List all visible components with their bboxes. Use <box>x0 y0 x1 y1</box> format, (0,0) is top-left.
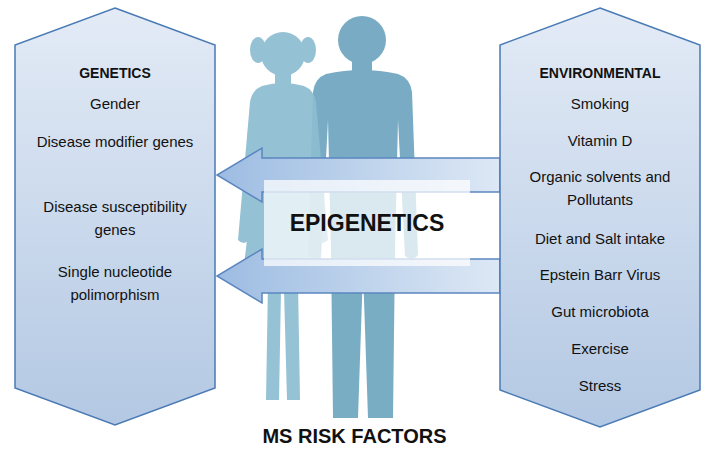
factor-item: Gender <box>30 92 200 115</box>
factor-item: Organic solvents and Pollutants <box>515 165 685 211</box>
genetics-hexagon: GENETICS GenderDisease modifier genesDise… <box>15 8 215 425</box>
factor-item: Disease susceptibility genes <box>30 195 200 241</box>
factor-item: Smoking <box>515 92 685 115</box>
factor-item: Single nucleotide polimorphism <box>30 260 200 306</box>
epigenetics-box: EPIGENETICS <box>264 180 470 266</box>
factor-item: Gut microbiota <box>515 300 685 323</box>
node-heading: ENVIRONMENTAL <box>515 62 685 85</box>
hexagon-shape <box>15 8 215 425</box>
node-heading: EPIGENETICS <box>290 209 445 237</box>
environmental-hexagon: ENVIRONMENTAL SmokingVitamin D Organic sol… <box>500 8 700 427</box>
factor-item: Diet and Salt intake <box>515 227 685 250</box>
diagram-title: MS RISK FACTORS <box>0 424 709 448</box>
factor-item: Disease modifier genes <box>30 130 200 153</box>
factor-item: Exercise <box>515 337 685 360</box>
factor-item: Stress <box>515 374 685 397</box>
factor-item: Vitamin D <box>515 129 685 152</box>
node-heading: GENETICS <box>30 62 200 85</box>
connector-layer <box>217 148 500 303</box>
hexagon-shape <box>500 8 700 427</box>
factor-item: Epstein Barr Virus <box>515 263 685 286</box>
